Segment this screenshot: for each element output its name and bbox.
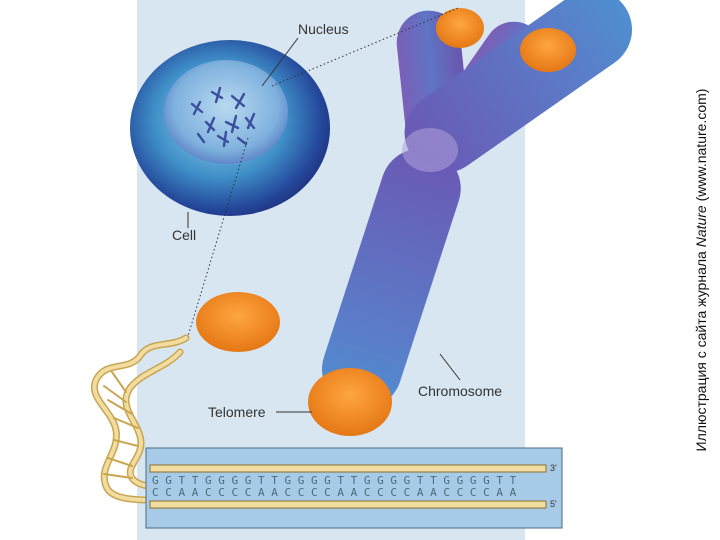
zoom-lines [187,7,459,337]
cell-label: Cell [172,227,196,243]
dna-sequence-box: G G T T G G G G T T G G G G T T G G G G … [145,447,563,529]
telomere-caps [196,8,576,436]
credit-suffix: (www.nature.com) [693,88,709,206]
dna-helix [90,334,190,504]
chromosome [322,0,633,410]
nucleus-label: Nucleus [298,21,349,37]
top-strand-end: 3' [550,463,557,473]
chromosome-label: Chromosome [418,383,502,399]
bottom-strand-sequence: C C A A C C C C A A C C C C A A C C C C … [152,486,517,499]
bottom-strand-end: 5' [550,499,557,509]
cell [130,40,330,216]
credit-prefix: Иллюстрация с сайта журнала [693,247,709,452]
credit-journal: Nature [693,205,709,248]
nucleus [164,60,288,164]
telomere-label: Telomere [208,404,266,420]
credit-caption: Иллюстрация с сайта журнала Nature (www.… [686,0,716,540]
top-strand-sequence: G G T T G G G G T T G G G G T T G G G G … [152,474,517,487]
leader-lines [187,37,461,413]
